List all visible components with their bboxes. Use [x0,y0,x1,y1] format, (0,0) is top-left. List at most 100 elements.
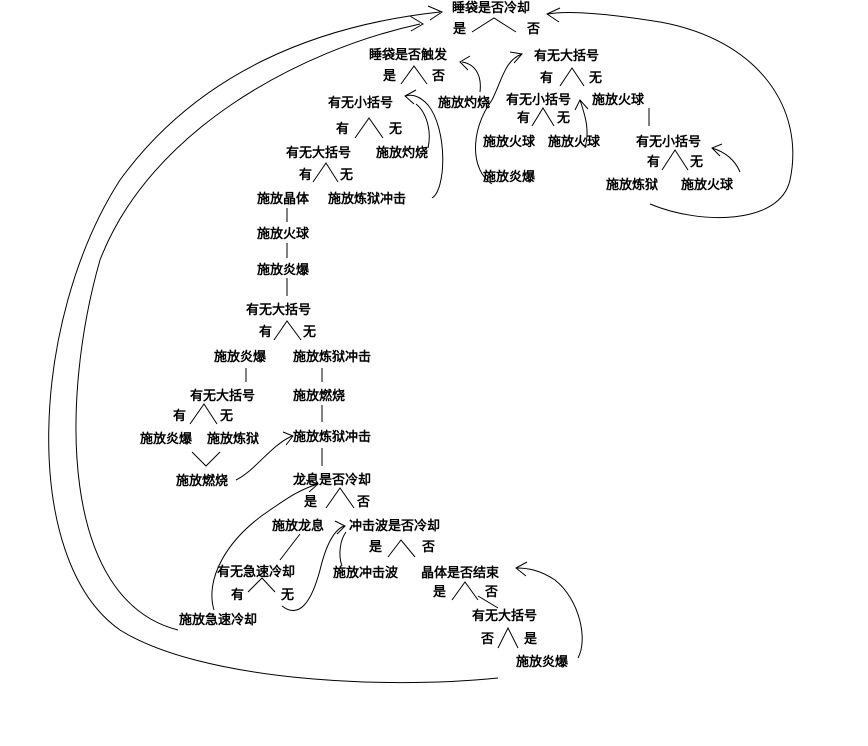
label-none: 无 [339,168,353,183]
label-have: 有 [231,587,244,603]
arrow-head-outer [427,5,444,21]
node-has-big-paren: 有无大括号 [286,145,351,161]
node-has-small-paren: 有无小括号 [328,95,393,111]
arrow-head-dragon [305,479,319,493]
edge-crystalend-bigparen4 [477,595,499,609]
node-has-big-paren: 有无大括号 [190,388,255,404]
node-cast-crystal: 施放晶体 [257,191,310,207]
node-has-big-paren: 有无大括号 [534,48,599,64]
label-have: 有 [259,324,272,340]
arrow-head-small-paren-3 [711,143,723,157]
loop-right-to-root [547,11,794,219]
label-yes: 是 [368,540,383,555]
node-crystal-ended: 晶体是否结束 [421,565,500,581]
label-no: 否 [480,632,494,647]
edge-small-paren-1-split [354,117,384,139]
arrow-head-strike3 [282,431,294,446]
label-none: 无 [588,71,602,86]
label-no: 否 [421,540,435,555]
arrow-head-crystalend [515,561,528,577]
label-yes: 是 [523,632,538,647]
label-no: 否 [431,69,445,84]
loop-explosion4-to-crystalend [515,567,583,659]
edge-big-paren-3-split [189,403,218,425]
edge-big-paren-2-split [273,320,302,341]
loop-burn2-to-smallparen1 [415,103,430,149]
loop-outer-to-root [48,11,499,684]
node-cast-shockwave: 施放冲击波 [333,565,399,581]
edge-small-paren-2-split [531,107,555,127]
edge-shockwave-split [387,539,416,558]
label-no: 否 [526,22,540,37]
edge-big-paren-5-split [559,67,585,87]
label-no: 否 [484,585,498,600]
loop-to-small-paren-2 [579,99,588,149]
node-cast-inferno: 施放炼狱 [606,177,658,193]
node-sleeping-bag-cooldown: 睡袋是否冷却 [452,0,530,16]
loop-to-big-paren-5 [475,53,523,185]
label-none: 无 [689,155,703,170]
node-cast-fireball: 施放火球 [257,226,310,242]
edge-big-paren-4-split [497,626,519,649]
arrow-head-big-paren-5 [509,51,523,64]
edge-merge-combust-1 [191,451,221,467]
arrow-head-right-root [545,7,561,23]
node-has-quick-cooldown: 有无急速冷却 [217,564,295,580]
edge-crystal-end-split [451,581,479,601]
loop-quickcd-none-to-shockwave [281,525,345,612]
arrow-head-smallparen1-a [404,89,417,105]
node-has-small-paren: 有无小括号 [636,134,701,150]
loop-to-small-paren-3 [711,147,741,173]
node-has-big-paren: 有无大括号 [246,302,311,318]
edge-dragon-split [325,487,355,509]
loop-inner-to-root [75,23,421,631]
node-cast-dragon-breath: 施放龙息 [272,518,324,534]
node-cast-inferno-strike: 施放炼狱冲击 [293,349,371,365]
node-cast-explosion: 施放炎爆 [483,169,536,185]
node-cast-fireball: 施放火球 [483,134,536,150]
label-none: 无 [556,111,570,126]
loop-strike1-to-smallparen1 [405,94,444,199]
arrow-head-small-paren-2 [574,99,589,111]
node-has-small-paren: 有无小括号 [506,92,571,108]
label-none: 无 [302,325,316,340]
label-none: 无 [388,122,402,137]
node-cast-explosion: 施放炎爆 [214,349,267,365]
node-dragon-breath-cooldown: 龙息是否冷却 [293,472,371,488]
label-yes: 是 [303,495,318,510]
node-cast-explosion: 施放炎爆 [516,654,569,670]
arrow-head-trigger [459,55,471,71]
label-yes: 是 [452,22,467,37]
node-cast-fireball: 施放火球 [681,177,734,193]
loop-shockwave-to-cd [339,531,347,567]
node-cast-explosion: 施放炎爆 [257,262,310,278]
edge-quickcd-split [247,577,276,593]
node-has-big-paren: 有无大括号 [472,608,537,624]
connector-lines [189,17,689,649]
label-yes: 是 [432,585,447,600]
node-cast-inferno: 施放炼狱 [207,431,259,447]
node-cast-combust: 施放燃烧 [293,388,345,404]
arrow-head-inner [409,15,424,32]
label-yes: 是 [382,69,397,84]
label-have: 有 [299,167,312,183]
loop-quickcd-to-dragon [211,483,319,611]
node-cast-burn: 施放灼烧 [376,145,428,161]
node-cast-burn: 施放灼烧 [438,95,490,111]
arrow-head-shockwave-a [334,520,346,535]
node-cast-fireball: 施放火球 [592,92,645,108]
label-have: 有 [517,110,530,126]
label-have: 有 [173,408,186,424]
label-no: 否 [356,495,370,510]
loop-combust1-to-strike3 [235,435,293,481]
label-none: 无 [219,409,233,424]
node-cast-combust: 施放燃烧 [176,473,228,489]
label-have: 有 [540,70,553,86]
edge-small-paren-3-split [661,149,689,171]
edge-big-paren-1-split [312,162,339,183]
edge-breath-quickcd [279,533,301,561]
edge-trigger-split [400,65,428,85]
label-have: 有 [336,121,349,137]
label-none: 无 [280,588,294,603]
